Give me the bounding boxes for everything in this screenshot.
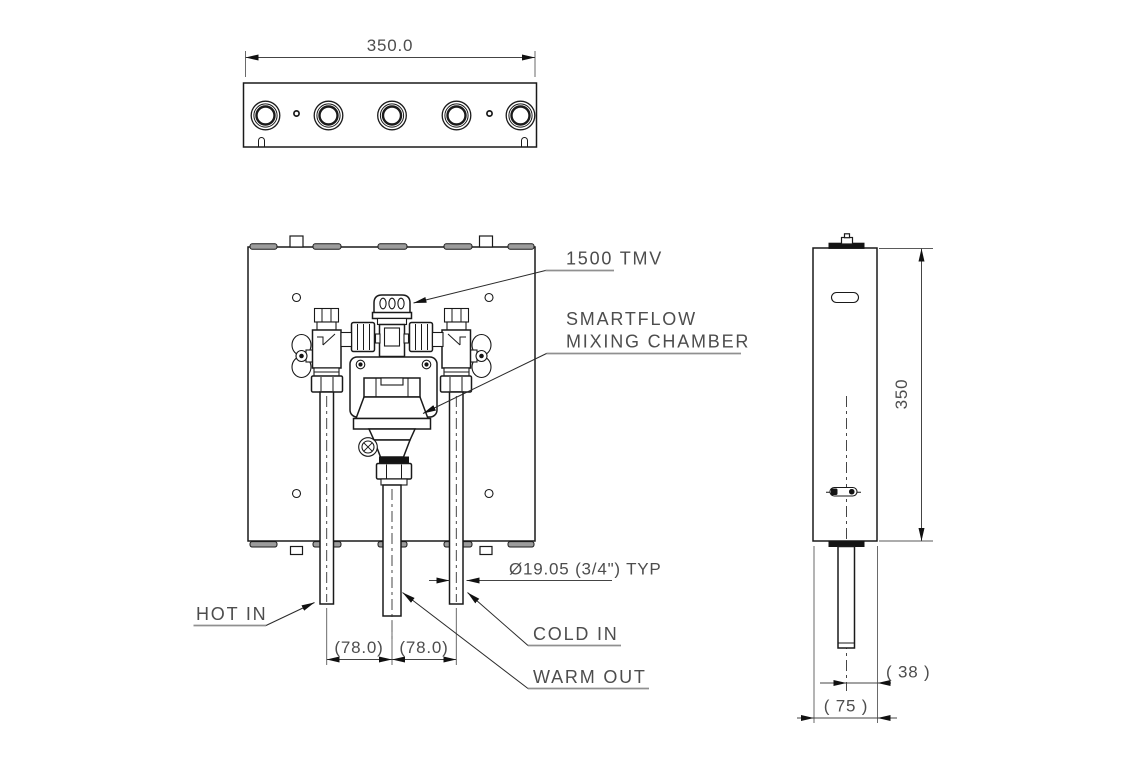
seal-band	[379, 456, 409, 464]
spacing-dim-text-right: (78.0)	[399, 638, 448, 657]
hanger-tab	[479, 545, 493, 556]
side-bottom-flange	[828, 540, 865, 547]
cold-in-label: COLD IN	[533, 624, 619, 644]
side-pipe	[837, 545, 856, 649]
cold-in-callout: COLD IN	[467, 592, 621, 647]
isolation-valve-hot	[291, 307, 344, 605]
rail-notch-right	[521, 137, 528, 147]
top-width-dim-text: 350.0	[367, 36, 414, 55]
rail-notch-left	[258, 137, 265, 147]
side-view: 350 ( 38 ) ( 75 )	[797, 233, 933, 723]
hanger-tab	[289, 235, 304, 248]
fixing-hole	[291, 292, 302, 303]
screw-hole	[486, 110, 493, 117]
fixing-hole	[484, 488, 494, 499]
tmv-label: 1500 TMV	[566, 249, 663, 269]
side-height-dimension: 350	[879, 248, 933, 542]
rail-grommets	[250, 100, 536, 131]
mixing-chamber	[352, 377, 432, 640]
grommet-hole	[250, 100, 281, 131]
pipe-diameter-dimension: Ø19.05 (3/4") TYP	[429, 560, 662, 584]
depth-dim-text: ( 75 )	[824, 697, 868, 716]
hot-inlet-pipe	[319, 391, 335, 605]
front-view: (78.0) (78.0) Ø19.05 (3/4") TYP 1500 TMV…	[193, 235, 750, 690]
side-depth-dimensions: ( 38 ) ( 75 )	[797, 546, 930, 723]
grommet-hole	[505, 100, 536, 131]
chamber-label-line2: MIXING CHAMBER	[566, 332, 750, 352]
hanger-tab	[478, 235, 494, 248]
mixing-chamber-callout: SMARTFLOW MIXING CHAMBER	[422, 309, 750, 414]
pipe-diameter-dim-text: Ø19.05 (3/4") TYP	[509, 560, 662, 579]
chamber-label-line1: SMARTFLOW	[566, 309, 697, 329]
warm-out-label: WARM OUT	[533, 667, 647, 687]
grommet-hole	[377, 100, 407, 131]
hot-in-label: HOT IN	[196, 604, 267, 624]
side-height-dim-text: 350	[892, 379, 911, 410]
spacing-dim-text-left: (78.0)	[334, 638, 383, 657]
grommet-hole	[313, 100, 344, 131]
pipe-spacing-dimension: (78.0) (78.0)	[326, 608, 457, 665]
fixing-hole	[484, 292, 494, 303]
fixing-hole	[291, 488, 302, 499]
warm-out-callout: WARM OUT	[402, 592, 649, 690]
drain-valve-knob	[358, 437, 378, 457]
screw-hole	[293, 110, 300, 117]
side-top-tab	[840, 236, 854, 245]
pipe-offset-dim-text: ( 38 )	[886, 663, 930, 682]
keyhole-slot-lower	[826, 486, 861, 497]
tmv-callout: 1500 TMV	[413, 249, 663, 304]
top-view: 350.0	[242, 36, 538, 148]
grommet-hole	[441, 100, 472, 131]
panel-edge-tabs-top	[249, 235, 535, 250]
hot-in-callout: HOT IN	[193, 602, 315, 627]
keyhole-slot-upper	[830, 291, 860, 304]
tmv-valve	[340, 294, 444, 364]
top-width-dimension: 350.0	[245, 36, 536, 77]
hanger-tab	[289, 545, 304, 556]
